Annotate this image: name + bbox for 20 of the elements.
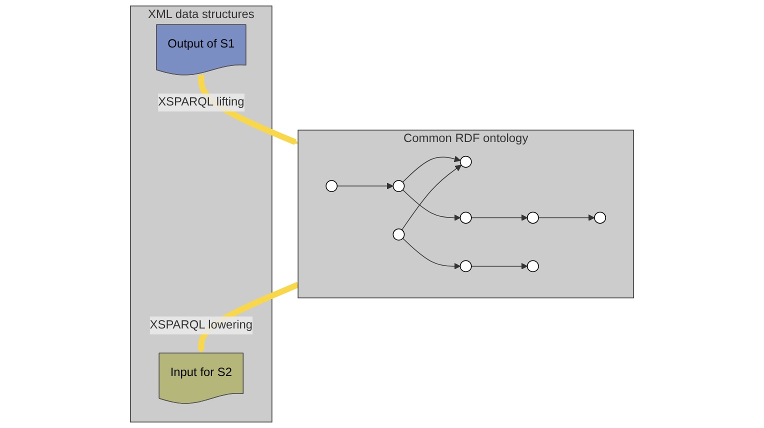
node-circle bbox=[460, 260, 472, 272]
node-circle bbox=[594, 212, 606, 224]
arrow bbox=[538, 214, 595, 221]
node-circle bbox=[392, 228, 405, 240]
edge-label: XSPARQL lifting bbox=[158, 96, 244, 108]
arrow bbox=[402, 238, 461, 270]
node-circle bbox=[460, 212, 472, 224]
arrow bbox=[402, 190, 461, 221]
node-circle bbox=[392, 180, 405, 192]
node-circle bbox=[460, 156, 472, 168]
node-circle bbox=[526, 260, 539, 272]
arrow bbox=[336, 182, 394, 190]
arrow bbox=[471, 214, 528, 221]
cluster: Common RDF ontology bbox=[298, 130, 634, 298]
node-circle bbox=[326, 180, 338, 192]
arrow bbox=[402, 164, 462, 230]
edge-label: XSPARQL lowering bbox=[150, 318, 253, 332]
arrow bbox=[402, 156, 461, 183]
arrow bbox=[471, 262, 528, 270]
node-circle bbox=[526, 212, 539, 224]
